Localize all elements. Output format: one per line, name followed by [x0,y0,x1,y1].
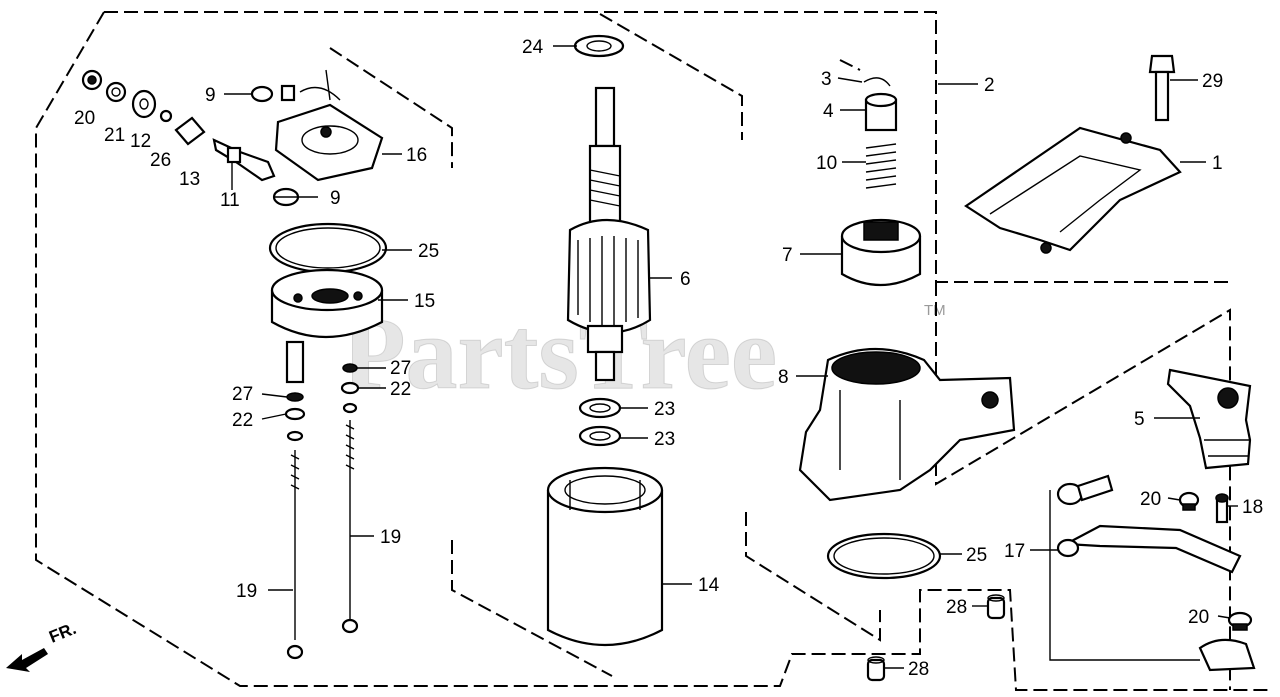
callout-16: 16 [406,145,427,166]
callout-15: 15 [414,291,435,312]
part-collar-4 [864,92,898,132]
part-o-ring-26 [159,109,173,123]
part-armature-6 [566,86,652,382]
callout-28: 28 [908,659,929,680]
callout-28: 28 [946,597,967,618]
callout-27: 27 [232,384,253,405]
part-through-bolt-19-left [284,340,306,660]
part-washer-12 [131,89,157,119]
callout-21: 21 [104,125,125,146]
part-cable-17 [1049,474,1256,672]
callout-1: 1 [1212,153,1223,174]
watermark: PartsTree [342,296,777,411]
part-o-ring-25-lower [826,532,942,580]
part-brush-holder-16 [274,69,384,182]
part-snap-ring-3 [863,77,891,87]
callout-18: 18 [1242,497,1263,518]
callout-3: 3 [821,69,832,90]
callout-5: 5 [1134,409,1145,430]
part-bolt-29 [1148,54,1176,122]
callout-14: 14 [698,575,720,596]
front-direction-label: FR. [46,619,79,647]
front-direction-arrow: FR. [6,619,79,672]
part-through-bolt-19-right [340,363,360,634]
part-o-ring-25-upper [268,222,388,274]
part-insulator-13 [174,116,206,146]
part-dowel-28-upper [986,594,1006,620]
trademark-mark: TM [924,302,946,319]
callout-25: 25 [418,241,439,262]
callout-9: 9 [205,85,216,106]
callout-8: 8 [778,367,789,388]
part-nut-20-lower [1227,611,1253,631]
callout-7: 7 [782,245,793,266]
callout-labels: 24 9 20 21 12 26 13 11 9 16 25 15 27 22 … [74,37,1263,680]
callout-22: 22 [232,410,253,431]
part-solenoid-5 [1166,368,1252,470]
callout-24: 24 [522,37,544,58]
callout-17: 17 [1004,541,1025,562]
callout-11: 11 [220,190,240,211]
part-nut-20-upper-left [81,69,103,91]
callout-20: 20 [1140,489,1161,510]
callout-13: 13 [179,169,200,190]
callout-27: 27 [390,358,411,379]
part-bolt-18 [1215,493,1229,524]
part-brush-9-upper [250,84,296,103]
callout-23: 23 [654,429,675,450]
callout-19: 19 [380,527,401,548]
leader-lines [224,45,1238,669]
part-dowel-28-lower [866,656,886,682]
callout-29: 29 [1202,71,1223,92]
guide-lines [329,13,881,677]
part-bracket-1 [964,126,1182,254]
callout-2: 2 [984,75,995,96]
callout-20: 20 [74,108,95,129]
callout-10: 10 [816,153,837,174]
part-spring-10 [865,143,897,189]
part-washer-23-lower [578,425,622,447]
callout-22: 22 [390,379,411,400]
part-front-housing-8 [798,347,1016,502]
callout-25: 25 [966,545,987,566]
part-pinion-7 [840,218,922,287]
part-washer-21 [105,81,127,103]
callout-26: 26 [150,150,171,171]
callout-19: 19 [236,581,257,602]
callout-4: 4 [823,101,834,122]
callout-23: 23 [654,399,675,420]
part-yoke-14 [546,466,664,647]
part-washer-23-upper [578,397,622,419]
callout-6: 6 [680,269,691,290]
callout-9: 9 [330,188,341,209]
callout-12: 12 [130,131,151,152]
part-washer-24 [573,34,625,58]
part-rear-cover-15 [270,268,384,338]
callout-20: 20 [1188,607,1209,628]
part-terminal-11 [212,138,276,182]
part-nut-20-right [1178,491,1200,511]
